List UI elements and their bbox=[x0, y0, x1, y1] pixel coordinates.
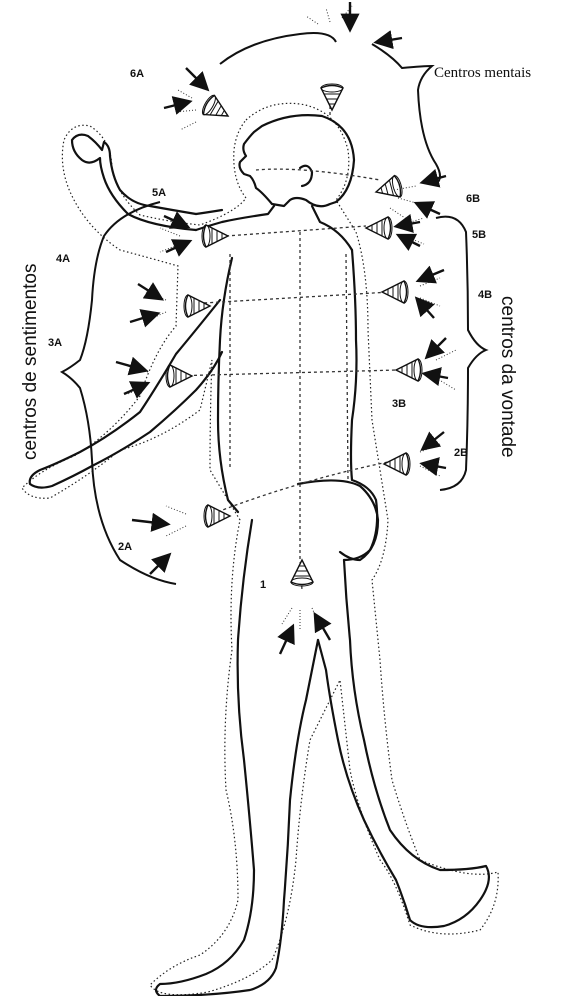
chakra-4b bbox=[382, 281, 408, 303]
chakra-6b bbox=[373, 175, 404, 203]
chakra-5b bbox=[366, 217, 392, 239]
label-2b: 2B bbox=[454, 447, 468, 459]
chakra-2b bbox=[384, 453, 410, 475]
chakra-6a bbox=[200, 93, 234, 125]
bracket-feeling bbox=[62, 202, 176, 584]
label-1: 1 bbox=[260, 579, 266, 591]
label-3a: 3A bbox=[48, 337, 62, 349]
label-centros-mentais: Centros mentais bbox=[434, 65, 531, 81]
label-4b: 4B bbox=[478, 289, 492, 301]
label-centros-de-sentimentos: centros de sentimentos bbox=[20, 264, 41, 460]
energy-arrows bbox=[116, 2, 448, 654]
label-2a: 2A bbox=[118, 541, 132, 553]
chakra-3a bbox=[166, 365, 192, 387]
chakra-1 bbox=[291, 560, 313, 586]
energy-sparks bbox=[126, 6, 456, 630]
label-centros-da-vontade: centros da vontade bbox=[497, 296, 518, 458]
chakra-2a bbox=[204, 505, 230, 527]
body-outline bbox=[30, 115, 489, 996]
label-6a: 6A bbox=[130, 68, 144, 80]
chakra-5a bbox=[202, 225, 228, 247]
label-4a: 4A bbox=[56, 253, 70, 265]
chakra-4a bbox=[184, 295, 210, 317]
aura-outline bbox=[22, 103, 498, 994]
label-6b: 6B bbox=[466, 193, 480, 205]
chakra-3b bbox=[396, 359, 422, 381]
label-3b: 3B bbox=[392, 398, 406, 410]
label-5a: 5A bbox=[152, 187, 166, 199]
label-5b: 5B bbox=[472, 229, 486, 241]
chakra-crown bbox=[321, 84, 343, 110]
